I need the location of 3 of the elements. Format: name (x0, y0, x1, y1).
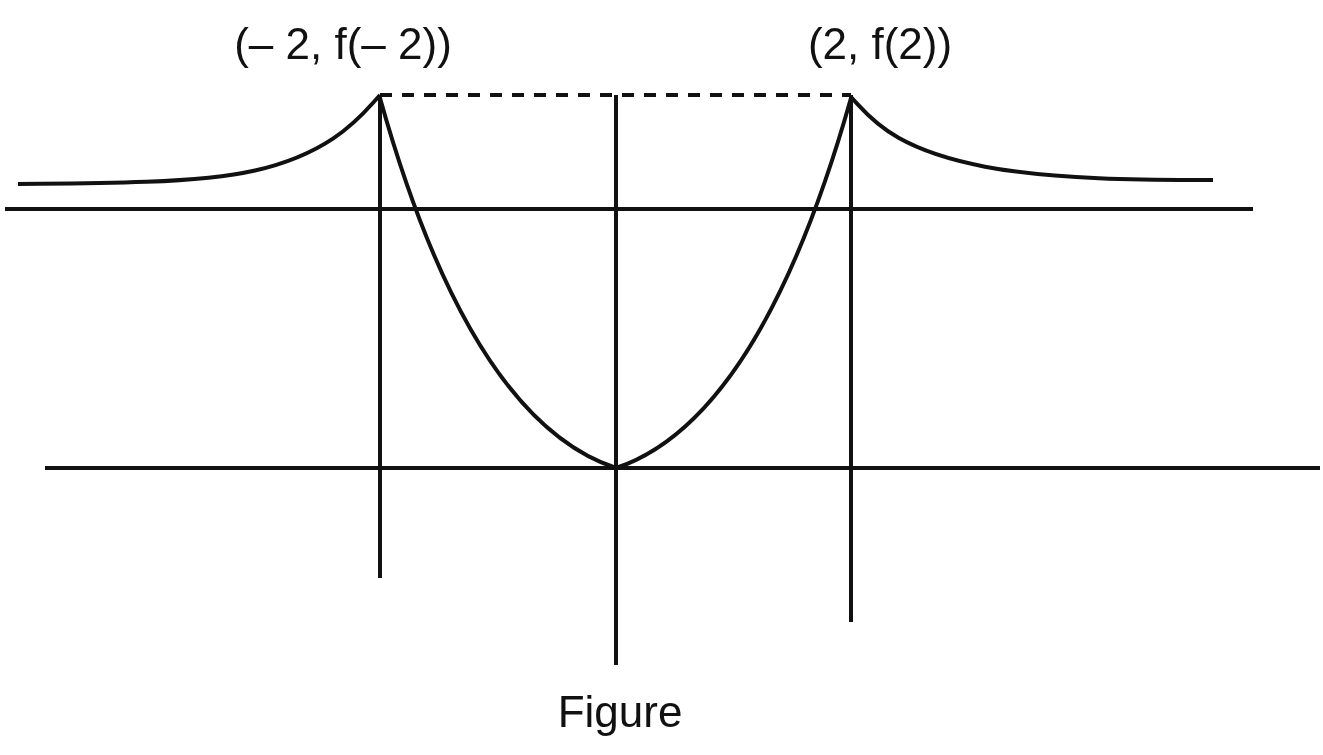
figure-caption: Figure (557, 690, 683, 734)
point-label: (– 2, f(– 2)) (234, 22, 452, 66)
point-label: (2, f(2)) (807, 22, 953, 66)
